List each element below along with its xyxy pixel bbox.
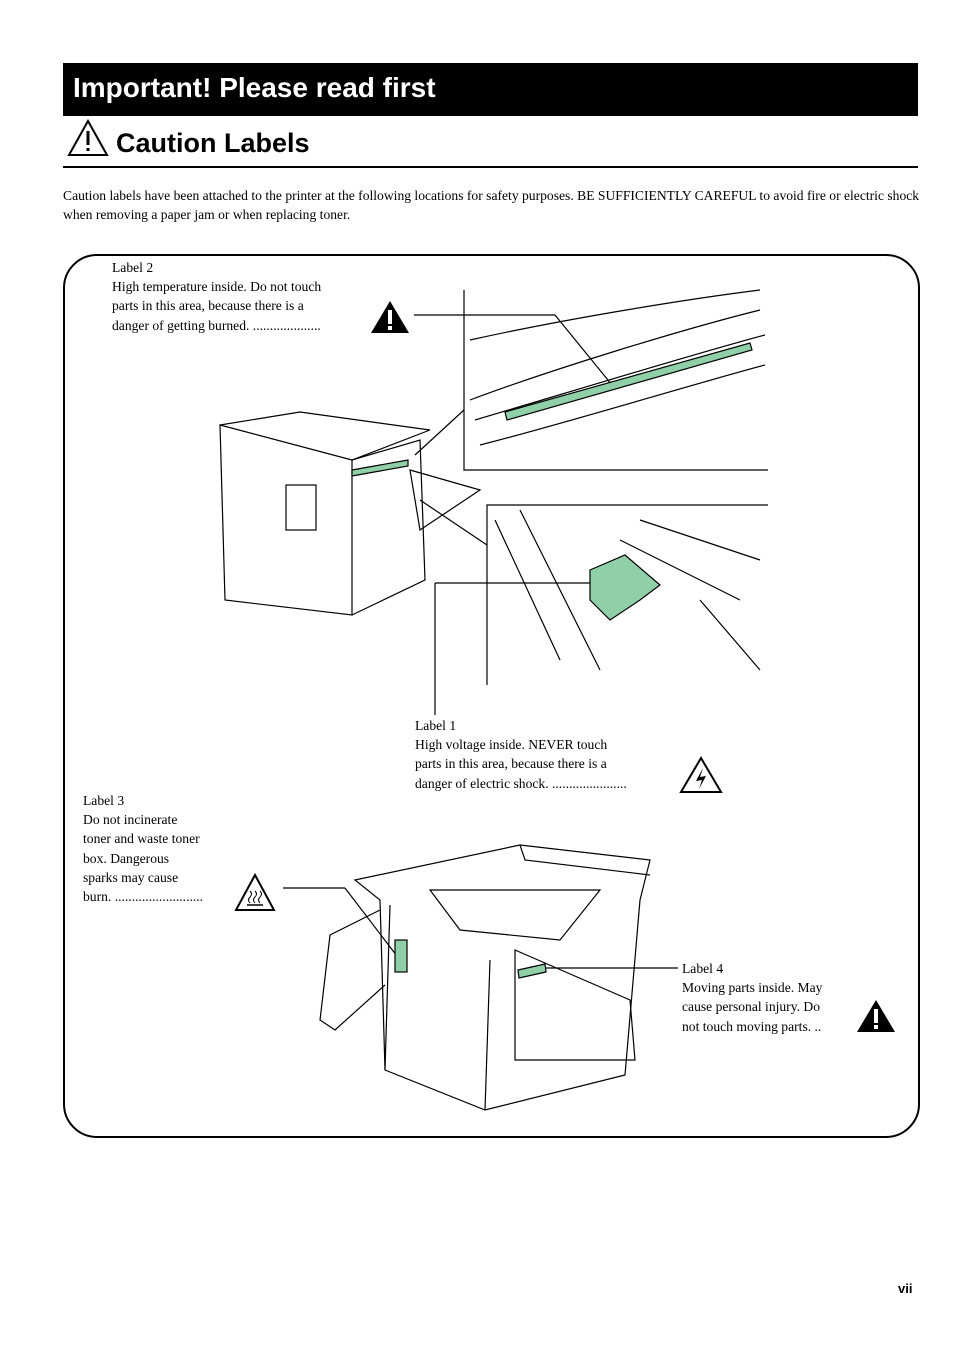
label-1-title: Label 1 — [415, 718, 457, 733]
title-rule — [63, 166, 918, 168]
label-3-title: Label 3 — [83, 793, 125, 808]
label-3-description: Label 3 Do not incinerate toner and wast… — [83, 791, 203, 906]
label-4-title: Label 4 — [682, 961, 724, 976]
label-4-description: Label 4 Moving parts inside. May cause p… — [682, 959, 822, 1036]
warning-exclamation-icon — [857, 1000, 895, 1032]
page-title: Caution Labels — [116, 128, 310, 158]
electric-shock-icon — [679, 756, 723, 793]
hot-surface-icon — [234, 873, 276, 911]
intro-paragraph: Caution labels have been attached to the… — [63, 188, 920, 222]
banner-title: Important! Please read first — [73, 72, 436, 103]
label-2-description: Label 2 High temperature inside. Do not … — [112, 258, 321, 335]
caution-heading-icon — [67, 118, 109, 156]
section-banner: Important! Please read first — [63, 63, 918, 116]
illustration-frame — [63, 254, 920, 1138]
label-4-text: Moving parts inside. May cause personal … — [682, 980, 823, 1034]
label-1-text: High voltage inside. NEVER touch parts i… — [415, 737, 627, 791]
label-3-text: Do not incinerate toner and waste toner … — [83, 812, 204, 905]
page-number: vii — [898, 1281, 913, 1296]
warning-exclamation-icon — [371, 301, 409, 333]
label-2-text: High temperature inside. Do not touch pa… — [112, 279, 322, 333]
label-2-title: Label 2 — [112, 260, 154, 275]
label-1-description: Label 1 High voltage inside. NEVER touch… — [415, 716, 627, 793]
